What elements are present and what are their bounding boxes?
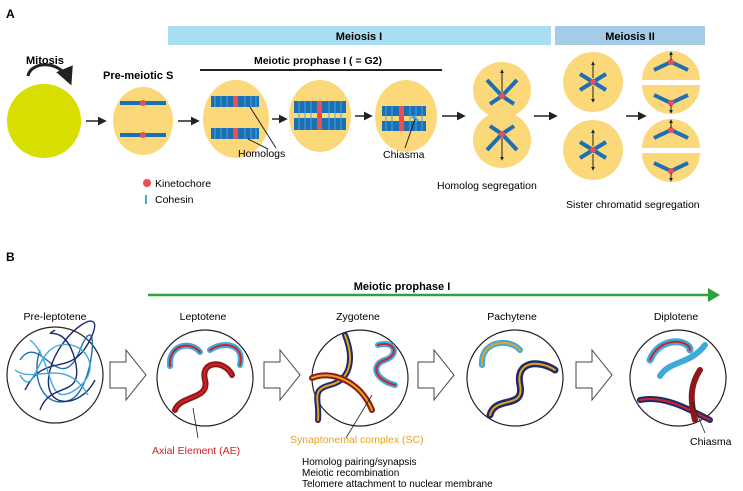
nucleus-pachytene — [466, 329, 564, 427]
crossover — [411, 114, 419, 123]
stage-arrow-1 — [109, 348, 147, 402]
sister-segregation-label: Sister chromatid segregation — [566, 199, 700, 211]
sc-note-1: Homolog pairing/synapsis — [302, 457, 417, 468]
mitosis-cell — [7, 84, 81, 158]
ae-leader — [192, 407, 199, 439]
pachytene-chromosomes — [478, 340, 559, 419]
cohesin-marks — [298, 101, 342, 130]
meiosis-i-label: Meiosis I — [336, 31, 382, 43]
prophase-a-label: Meiotic prophase I ( = G2) — [254, 55, 382, 67]
stage-label-pachytene: Pachytene — [487, 311, 537, 323]
synaptonemal-complex-label: Synaptonemal complex (SC) — [290, 434, 424, 446]
legend-cohesin-label: Cohesin — [155, 194, 194, 206]
legend-kinetochore-swatch — [143, 179, 151, 187]
diplotene-chromosomes — [637, 338, 713, 423]
stage-label-pre-leptotene: Pre-leptotene — [23, 311, 86, 323]
cohesin-marks — [214, 128, 257, 139]
legend-kinetochore-label: Kinetochore — [155, 178, 211, 190]
sister-chromatids-2 — [578, 129, 608, 171]
mitosis-label: Mitosis — [26, 55, 64, 67]
meiosis-i-bar — [168, 26, 551, 45]
cohesin-marks — [214, 96, 257, 107]
homolog-segregation-label: Homolog segregation — [437, 180, 537, 192]
kinetochore — [233, 96, 238, 107]
stage-label-diplotene: Diplotene — [654, 311, 699, 323]
homolog-bottom — [485, 124, 519, 161]
dividing-cell-2 — [642, 119, 700, 182]
chiasma-b-leader — [691, 401, 706, 434]
stage-label-zygotene: Zygotene — [336, 311, 380, 323]
legend-cohesin-swatch — [145, 195, 147, 204]
homologs-label: Homologs — [238, 148, 285, 160]
panel-a-label: A — [6, 7, 15, 21]
kinetochore — [140, 132, 146, 138]
sc-leader — [345, 394, 373, 439]
sc-note-2: Meiotic recombination — [302, 468, 399, 479]
kinetochore — [140, 100, 146, 106]
meiosis-ii-label: Meiosis II — [605, 31, 655, 43]
tangled-chromatin — [14, 320, 96, 411]
meiosis-ii-bar — [555, 26, 705, 45]
pre-meiotic-s-label: Pre-meiotic S — [103, 70, 173, 82]
prophase-b-arrowhead — [708, 288, 720, 302]
mitosis-cycle-arrow — [26, 63, 73, 86]
panel-b-label: B — [6, 250, 15, 264]
homologs-leader — [247, 138, 269, 150]
prophase-b-label: Meiotic prophase I — [354, 281, 451, 293]
pre-meiotic-cell — [113, 87, 173, 155]
axial-element-label: Axial Element (AE) — [152, 445, 240, 457]
stage-arrow-4 — [575, 348, 613, 402]
leptotene-chromosomes — [166, 342, 244, 413]
kinetochore — [399, 106, 404, 131]
dividing-cell-1 — [642, 51, 700, 114]
chiasma-leader — [404, 118, 416, 149]
sister-chromatids-1 — [578, 61, 608, 103]
homologs-leader — [249, 106, 277, 149]
chiasma-b-label: Chiasma — [690, 436, 732, 448]
kinetochore — [317, 101, 322, 130]
homolog-top — [485, 69, 519, 106]
stage-arrow-2 — [263, 348, 301, 402]
prophase-cell-1 — [203, 80, 269, 158]
stage-label-leptotene: Leptotene — [180, 311, 227, 323]
stage-arrow-3 — [417, 348, 455, 402]
chiasma-a-label: Chiasma — [383, 149, 425, 161]
sc-note-3: Telomere attachment to nuclear membrane — [302, 479, 493, 490]
kinetochore — [233, 128, 238, 139]
